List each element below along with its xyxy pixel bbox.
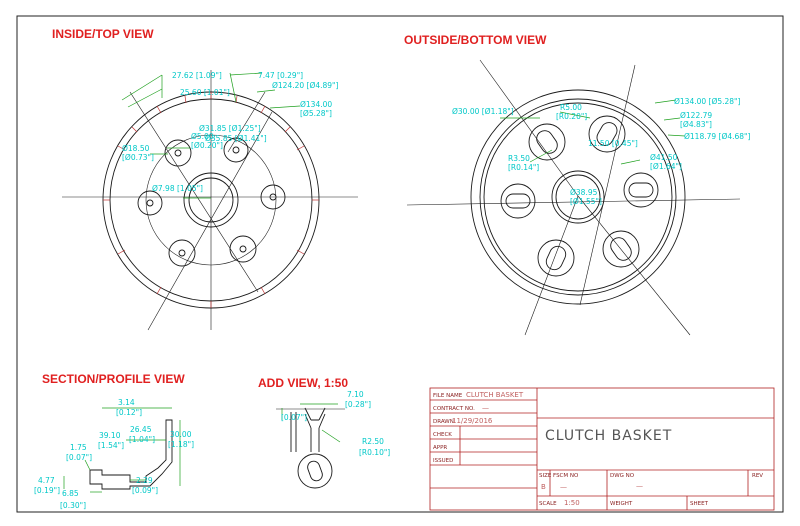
title-block: [429, 387, 775, 511]
inside-dim-4: Ø124.20 [Ø4.89"]: [272, 81, 339, 90]
section-dim-4: [1.54"]: [98, 441, 124, 450]
inside-dim-8: [Ø0.20"]: [191, 141, 223, 150]
add-dim-2: [0.28"]: [345, 400, 371, 409]
outside-view-drawing: [406, 59, 741, 336]
section-dim-6: [1.04"]: [129, 435, 155, 444]
scale-label: SCALE: [539, 501, 557, 507]
section-dim-16: [0.09"]: [132, 486, 158, 495]
add-view-drawing: [276, 403, 345, 489]
rev-label: REV: [752, 473, 763, 479]
size-value: B: [541, 483, 546, 491]
section-dim-8: [1.18"]: [168, 440, 194, 449]
drawing-title: CLUTCH BASKET: [545, 428, 672, 444]
inside-view-title: INSIDE/TOP VIEW: [52, 27, 154, 41]
issued-label: ISSUED: [433, 458, 453, 464]
add-dim-1: 7.10: [347, 390, 364, 399]
section-dim-2: [0.12"]: [116, 408, 142, 417]
section-dim-15: 2.29: [136, 476, 153, 485]
inside-dim-11: Ø18.50: [122, 144, 150, 153]
outside-dim-12: [Ø1.64"]: [650, 162, 682, 171]
section-dim-1: 3.14: [118, 398, 135, 407]
outside-dim-5: Ø122.79: [680, 111, 712, 120]
fscm-value: —: [560, 483, 567, 491]
inside-dim-1: 27.62 [1.09"]: [172, 71, 222, 80]
section-dim-5: 26.45: [130, 425, 152, 434]
section-dim-3: 39.10: [99, 431, 121, 440]
inside-dim-5: Ø134.00: [300, 100, 332, 109]
outside-dim-1: Ø30.00 [Ø1.18"]: [452, 107, 514, 116]
inside-dim-9: Ø31.85 [Ø1.25"]: [199, 124, 261, 133]
section-dim-9: 1.75: [70, 443, 87, 452]
inside-dim-6: [Ø5.28"]: [300, 109, 332, 118]
outside-dim-14: [Ø1.55"]: [570, 197, 602, 206]
add-dim-5: [R0.10"]: [359, 448, 390, 457]
outside-dim-4: Ø134.00 [Ø5.28"]: [674, 97, 741, 106]
outside-dim-6: [Ø4.83"]: [680, 120, 712, 129]
sheet-label: SHEET: [690, 501, 709, 507]
file-name-label: FILE NAME: [433, 393, 463, 399]
scale-value: 1:50: [564, 499, 580, 507]
outside-dim-9: R3.50: [508, 154, 530, 163]
check-label: CHECK: [433, 432, 452, 438]
contract-label: CONTRACT NO.: [433, 406, 475, 412]
section-dim-7: 30.00: [170, 430, 192, 439]
contract-value: —: [482, 404, 489, 412]
outside-dim-13: Ø38.95: [570, 188, 598, 197]
dwg-label: DWG NO: [610, 473, 635, 479]
outside-dim-10: [R0.14"]: [508, 163, 539, 172]
inside-dim-12: [Ø0.73"]: [122, 153, 154, 162]
section-view-drawing: [63, 407, 181, 493]
weight-label: WEIGHT: [610, 501, 633, 507]
appr-label: APPR: [433, 445, 447, 451]
outside-dim-2: R5.00: [560, 103, 582, 112]
size-label: SIZE: [539, 473, 552, 479]
add-dim-4: R2.50: [362, 437, 384, 446]
add-dim-3: [0.07"]: [281, 413, 307, 422]
dwg-value: —: [636, 482, 643, 490]
inside-dim-3: 7.47 [0.29"]: [258, 71, 303, 80]
inside-dim-10: Ø35.85 [Ø1.41"]: [205, 134, 267, 143]
sheet-border: [16, 15, 784, 513]
section-view-title: SECTION/PROFILE VIEW: [42, 372, 185, 386]
section-dim-14: [0.30"]: [60, 501, 86, 510]
outside-view-title: OUTSIDE/BOTTOM VIEW: [404, 33, 547, 47]
inside-dim-13: Ø7.98 [1.05"]: [152, 184, 203, 193]
section-dim-13: 6.85: [62, 489, 79, 498]
add-view-title: ADD VIEW, 1:50: [258, 376, 348, 390]
outside-dim-8: 11.50 [0.45"]: [588, 139, 638, 148]
outside-dim-7: Ø118.79 [Ø4.68"]: [684, 132, 751, 141]
outside-dim-11: Ø41.50: [650, 153, 678, 162]
file-name-value: CLUTCH BASKET: [466, 391, 524, 399]
section-dim-12: [0.19"]: [34, 486, 60, 495]
fscm-label: FSCM NO: [553, 473, 579, 479]
drawn-date: 11/29/2016: [452, 417, 493, 425]
inside-dim-2: 25.60 [1.01"]: [180, 88, 230, 97]
inside-dim-7: Ø5.00: [191, 132, 214, 141]
section-dim-10: [0.07"]: [66, 453, 92, 462]
outside-dim-3: [R0.20"]: [556, 112, 587, 121]
inside-view-drawing: [62, 70, 358, 331]
drawn-label: DRAWN: [433, 419, 454, 425]
section-dim-11: 4.77: [38, 476, 55, 485]
